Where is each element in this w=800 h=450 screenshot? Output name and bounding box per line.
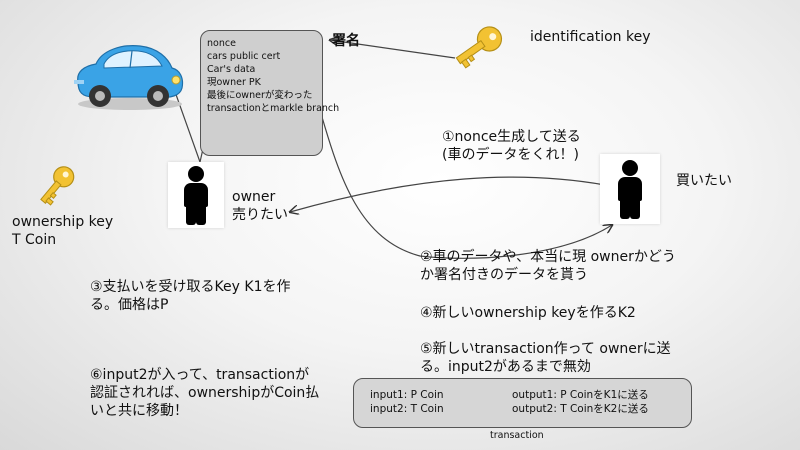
step6-line1: ⑥input2が入って、transactionが xyxy=(90,367,310,383)
info-line: Car's data xyxy=(207,64,256,75)
ownership-key-icon xyxy=(30,162,82,210)
transaction-box: input1: P Coin input2: T Coin output1: P… xyxy=(353,378,692,428)
owner-card xyxy=(168,162,224,228)
transaction-caption: transaction xyxy=(490,430,544,441)
nonce-to-owner-arrow xyxy=(290,176,606,212)
step1-line1: ①nonce生成して送る xyxy=(442,129,581,145)
info-line: 現owner PK xyxy=(207,77,261,88)
vehicle-data-box: nonce cars public cert Car's data 現owner… xyxy=(200,30,340,156)
tx-output1: output1: P CoinをK1に送る xyxy=(512,389,649,401)
info-line: transactionとmarkle branch xyxy=(207,103,340,114)
buyer-card xyxy=(600,154,660,224)
t-coin-label: T Coin xyxy=(12,232,57,248)
signature-arrow xyxy=(330,40,456,59)
tx-input2: input2: T Coin xyxy=(370,403,444,415)
info-line: cars public cert xyxy=(207,51,281,62)
step2-line1: ②車のデータや、本当に現 ownerかどう xyxy=(420,249,676,265)
identification-key-label: identification key xyxy=(530,29,651,45)
step4-line: ④新しいownership keyを作るK2 xyxy=(420,305,636,321)
info-line: nonce xyxy=(207,38,236,49)
owner-person-icon xyxy=(180,166,212,225)
identification-key-icon xyxy=(448,22,508,72)
step6-line2: 認証されれば、ownershipがCoin払 xyxy=(90,385,320,401)
data-to-buyer-arrow xyxy=(319,109,612,259)
tx-input1: input1: P Coin xyxy=(370,389,444,401)
buyer-person-icon xyxy=(614,160,646,219)
step1-line2: (車のデータをくれ！) xyxy=(442,147,579,163)
step5-line2: る。input2があるまで無効 xyxy=(420,359,591,375)
step6-line3: いと共に移動！ xyxy=(90,403,188,419)
step2-line2: か署名付きのデータを貰う xyxy=(420,267,588,283)
car-image xyxy=(70,42,186,112)
ownership-key-label: ownership key xyxy=(12,214,114,230)
owner-label: owner xyxy=(232,189,276,205)
buyer-label: 買いたい xyxy=(676,173,732,189)
info-line: 最後にownerが変わった xyxy=(207,90,313,101)
step3-line2: る。価格はP xyxy=(90,297,169,313)
step3-line1: ③支払いを受け取るKey K1を作 xyxy=(90,279,291,295)
signature-label: 署名 xyxy=(332,33,360,49)
step5-line1: ⑤新しいtransaction作って ownerに送 xyxy=(420,341,671,357)
seller-label: 売りたい xyxy=(232,207,288,223)
tx-output2: output2: T CoinをK2に送る xyxy=(512,403,649,415)
